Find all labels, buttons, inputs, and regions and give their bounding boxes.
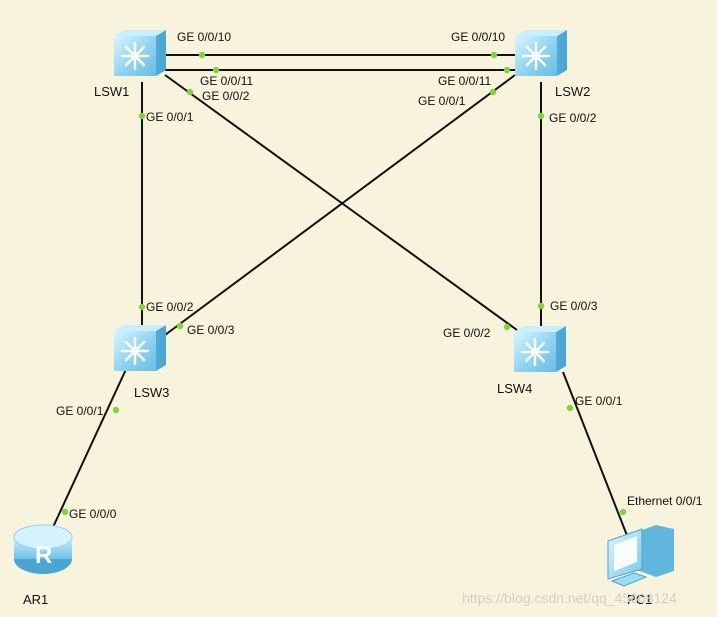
pc-screen — [614, 536, 637, 571]
link-lsw1-lsw4 — [164, 74, 518, 331]
watermark: https://blog.csdn.net/qq_45668124 — [462, 590, 677, 606]
device-lsw4[interactable] — [514, 326, 566, 372]
port-dot-ar1-ge000 — [61, 508, 69, 516]
port-dot-lsw3-ge001 — [112, 406, 120, 414]
port-label-lsw3-ge003: GE 0/0/3 — [187, 323, 235, 337]
router-top — [13, 524, 73, 550]
port-dots — [61, 51, 627, 516]
port-dot-lsw1-ge0011 — [212, 66, 220, 74]
router-glyph: R — [35, 542, 52, 569]
switch-top-face — [514, 326, 566, 332]
port-label-lsw4-ge001: GE 0/0/1 — [575, 394, 623, 408]
link-lsw2-lsw3 — [164, 74, 516, 336]
port-label-lsw3-ge001: GE 0/0/1 — [56, 404, 104, 418]
port-dot-lsw4-ge002 — [503, 323, 511, 331]
port-dot-lsw1-ge002 — [186, 88, 194, 96]
switch-top-face — [515, 30, 567, 36]
port-label-lsw1-ge002: GE 0/0/2 — [202, 89, 250, 103]
lsw4-label: LSW4 — [497, 381, 532, 396]
port-label-ar1-ge000: GE 0/0/0 — [69, 507, 117, 521]
port-dot-lsw1-ge001 — [138, 112, 146, 120]
link-lsw4-pc1 — [562, 371, 629, 539]
lsw2-label: LSW2 — [555, 84, 590, 99]
switch-top-face — [114, 325, 166, 331]
port-dot-lsw2-ge001 — [489, 88, 497, 96]
port-dot-lsw1-ge0010 — [198, 51, 206, 59]
port-label-lsw1-ge0010: GE 0/0/10 — [177, 30, 231, 44]
pc-base — [610, 572, 648, 587]
port-labels: GE 0/0/10 GE 0/0/10 GE 0/0/11 GE 0/0/11 … — [56, 30, 703, 521]
port-dot-lsw4-ge001 — [566, 404, 574, 412]
port-dot-lsw3-ge003 — [176, 322, 184, 330]
device-ar1[interactable]: R — [13, 524, 73, 574]
link-lsw3-ar1 — [47, 364, 129, 539]
port-dot-lsw4-ge003 — [537, 302, 545, 310]
device-lsw1[interactable] — [114, 30, 166, 76]
lsw1-label: LSW1 — [94, 84, 129, 99]
port-label-lsw4-ge002: GE 0/0/2 — [443, 326, 491, 340]
port-label-lsw4-ge003: GE 0/0/3 — [550, 299, 598, 313]
pc-icon — [634, 525, 674, 577]
port-label-pc1-eth001: Ethernet 0/0/1 — [627, 494, 703, 508]
port-dot-lsw2-ge0010 — [490, 51, 498, 59]
links — [47, 54, 629, 539]
port-dot-lsw2-ge0011 — [503, 66, 511, 74]
device-lsw3[interactable] — [114, 325, 166, 371]
lsw3-label: LSW3 — [134, 385, 169, 400]
device-lsw2[interactable] — [515, 30, 567, 76]
port-label-lsw2-ge0010: GE 0/0/10 — [451, 30, 505, 44]
port-dot-lsw3-ge002 — [138, 303, 146, 311]
switch-top-face — [114, 30, 166, 36]
device-pc1[interactable] — [607, 525, 674, 587]
port-label-lsw3-ge002: GE 0/0/2 — [146, 300, 194, 314]
port-label-lsw2-ge002: GE 0/0/2 — [549, 111, 597, 125]
port-label-lsw2-ge001: GE 0/0/1 — [418, 94, 466, 108]
port-dot-lsw2-ge002 — [537, 112, 545, 120]
port-label-lsw1-ge0011: GE 0/0/11 — [200, 74, 253, 88]
port-label-lsw2-ge0011: GE 0/0/11 — [438, 74, 491, 88]
pc1-label: PC1 — [627, 592, 652, 607]
port-dot-pc1-eth001 — [619, 508, 627, 516]
port-label-lsw1-ge001: GE 0/0/1 — [146, 110, 194, 124]
ar1-label: AR1 — [23, 592, 48, 607]
